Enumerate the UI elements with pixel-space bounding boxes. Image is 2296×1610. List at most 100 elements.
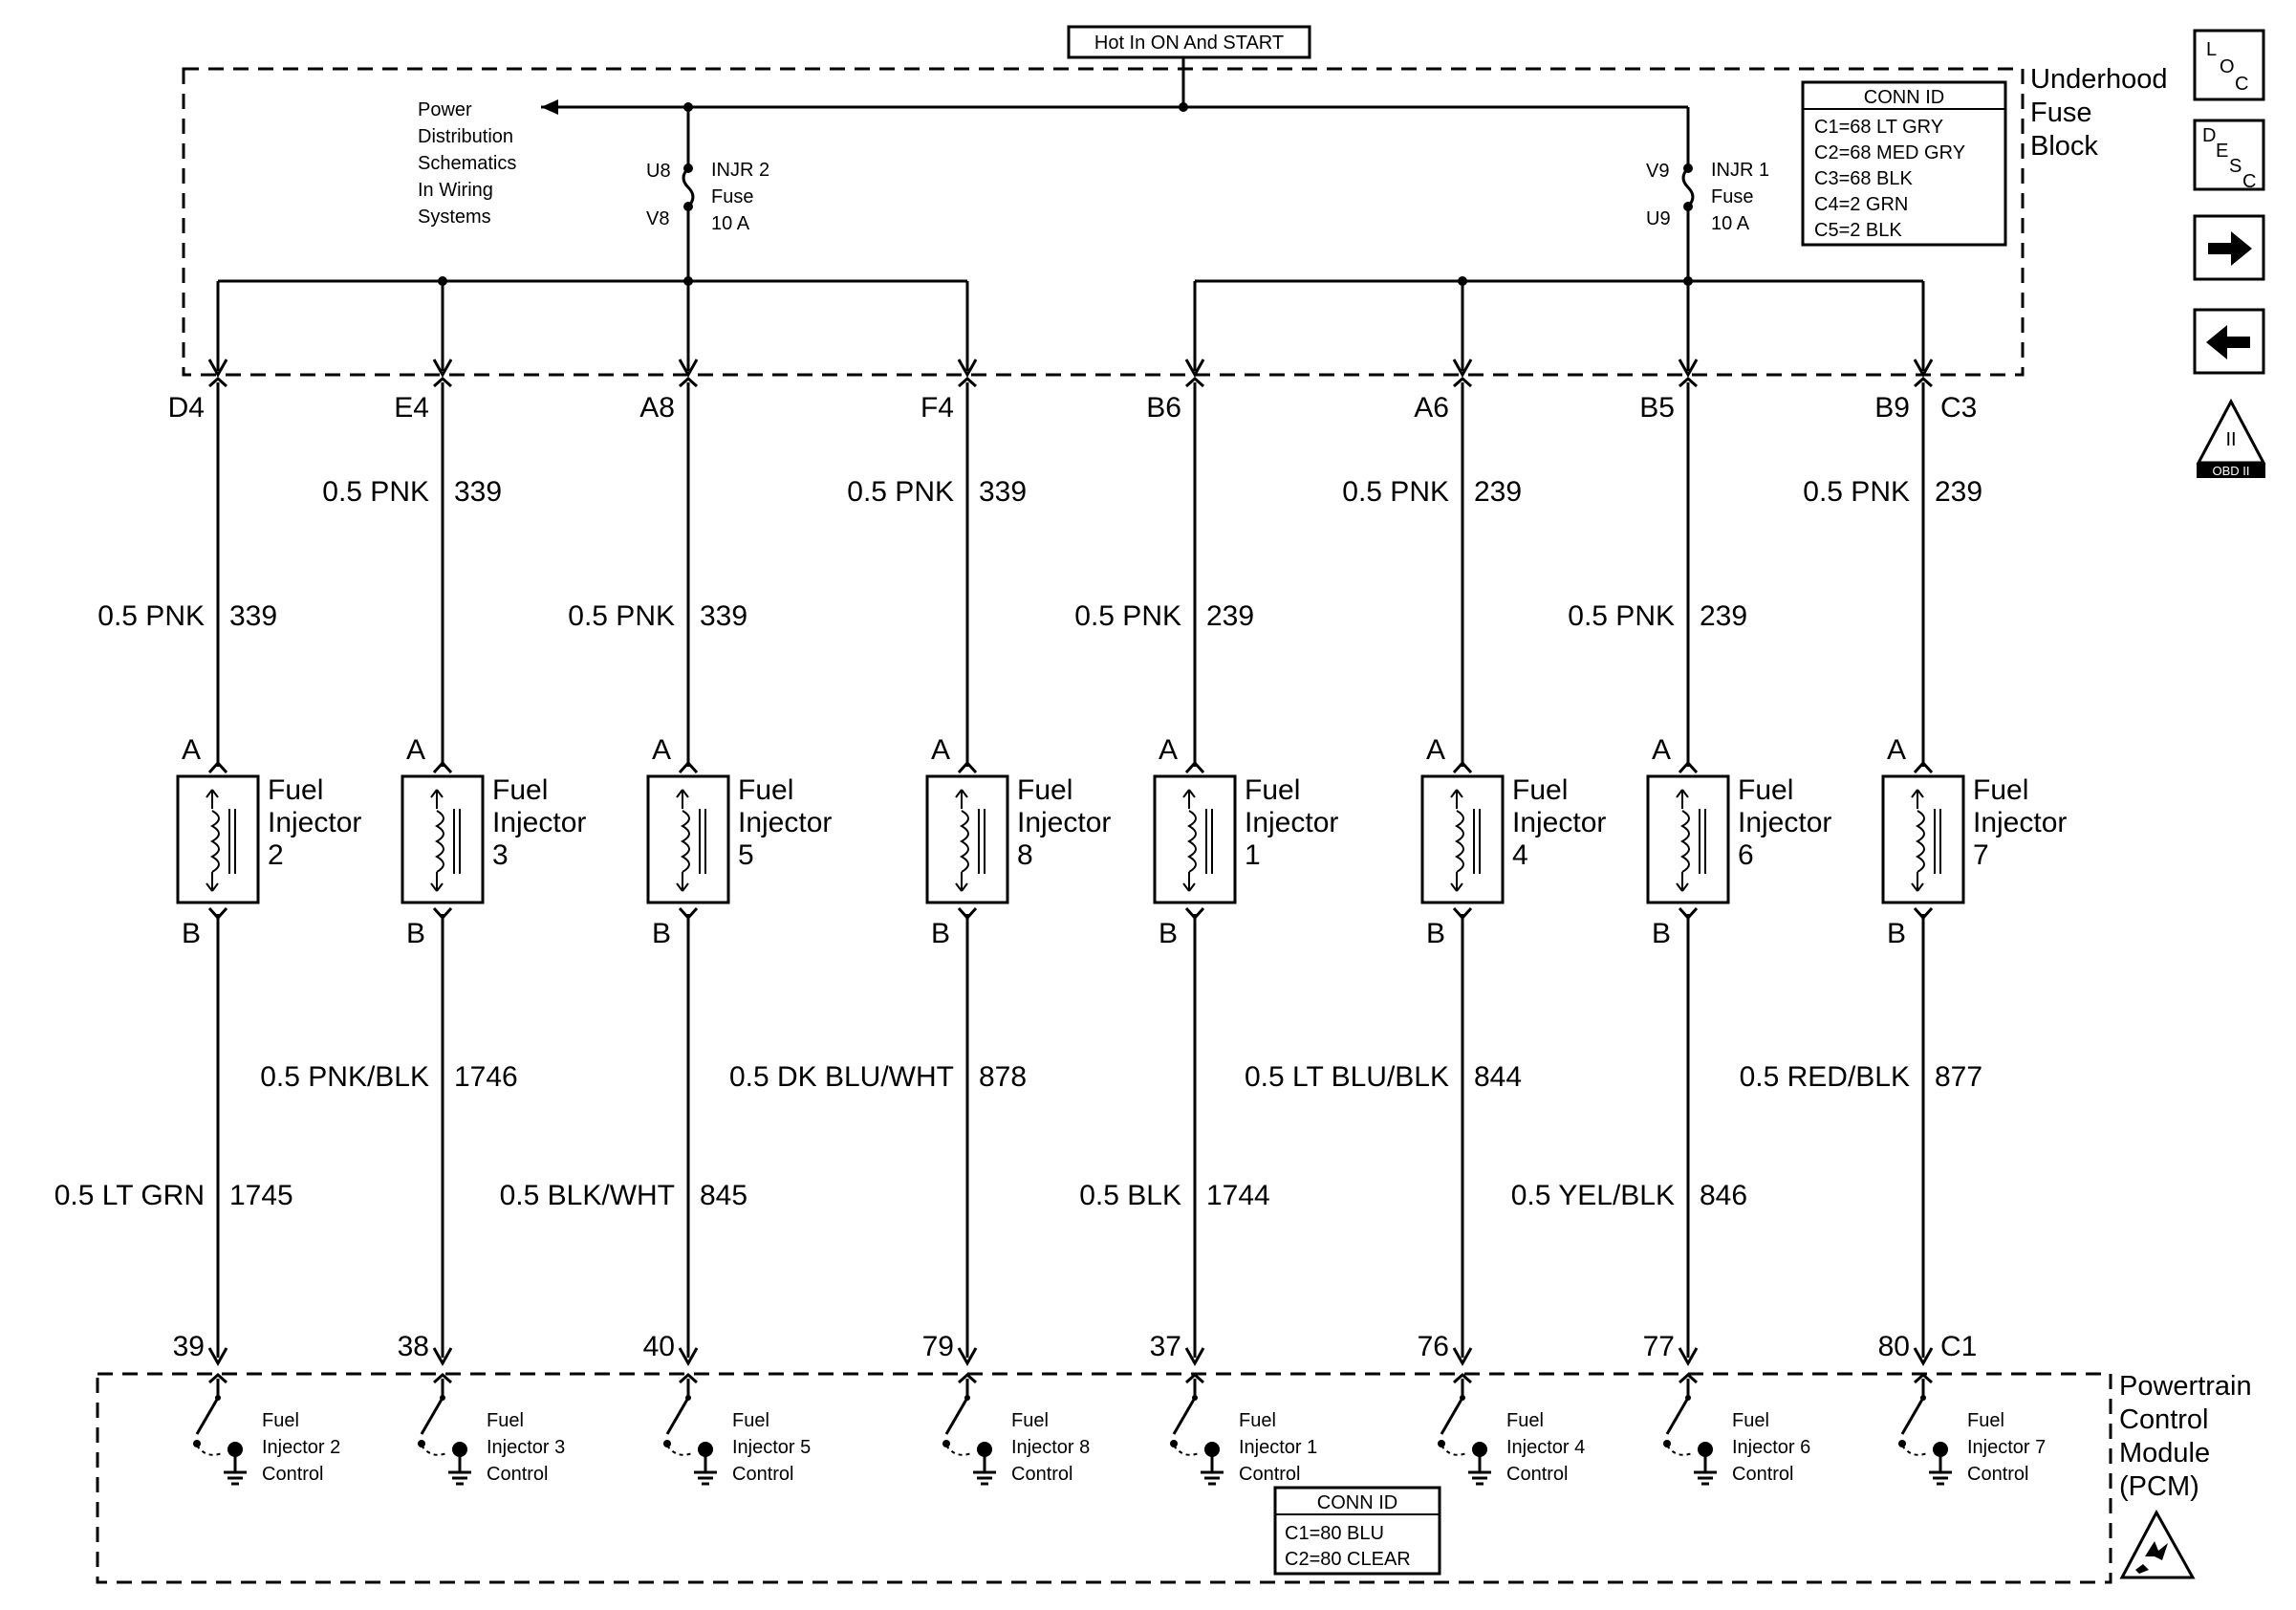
circuit-number-label: 845 <box>700 1180 747 1211</box>
injector-label: Injector <box>1512 807 1606 838</box>
terminal-a-label: A <box>931 734 950 766</box>
underhood-fuse-block-outline <box>182 67 2025 377</box>
svg-text:Distribution: Distribution <box>418 126 513 147</box>
control-label: Injector 2 <box>262 1437 340 1458</box>
ground-icon <box>1468 1470 1491 1486</box>
terminal-a-label: A <box>652 734 671 766</box>
injector-label: Injector <box>1017 807 1111 838</box>
ground-icon <box>973 1470 996 1486</box>
control-label: Injector 5 <box>732 1437 811 1458</box>
desc-button[interactable]: D E S C <box>2193 119 2265 192</box>
control-label: Fuel <box>262 1410 299 1431</box>
svg-text:Systems: Systems <box>418 207 491 228</box>
terminal-a-label: A <box>1887 734 1906 766</box>
circuit-number-label: 1744 <box>1206 1180 1270 1211</box>
control-label: Injector 4 <box>1506 1437 1585 1458</box>
svg-text:In Wiring: In Wiring <box>418 180 493 201</box>
injector-driver-switch-icon <box>1663 1379 1717 1486</box>
wire-color-label: 0.5 BLK <box>1079 1180 1181 1211</box>
circuit-number-label: 339 <box>979 476 1027 508</box>
control-label: Control <box>1011 1464 1072 1485</box>
wire-color-label: 0.5 DK BLU/WHT <box>729 1061 954 1093</box>
control-label: Injector 3 <box>487 1437 565 1458</box>
loc-button[interactable]: L O C <box>2193 29 2265 101</box>
injector-label: 6 <box>1738 839 1754 871</box>
fuse-connector-pin: F4 <box>921 392 954 424</box>
pcm-pin-number: 76 <box>1418 1331 1449 1362</box>
terminal-b-label: B <box>1887 918 1906 949</box>
injector-label: Injector <box>492 807 586 838</box>
injector-label: Injector <box>738 807 832 838</box>
svg-text:D: D <box>2202 125 2216 146</box>
injector-driver-switch-icon <box>193 1379 247 1486</box>
fuse-connector-pin: E4 <box>394 392 429 424</box>
control-label: Injector 8 <box>1011 1437 1090 1458</box>
fuse-right-label: INJR 1 Fuse 10 A <box>1711 160 1769 234</box>
control-label: Injector 1 <box>1239 1437 1317 1458</box>
svg-text:O: O <box>2220 56 2235 77</box>
prev-page-button[interactable] <box>2193 308 2265 375</box>
fuse-left-bottom-pin: V8 <box>646 208 669 229</box>
connector-bottom-id: C1 <box>1940 1331 1977 1362</box>
wire-color-label: 0.5 PNK <box>1074 600 1181 632</box>
circuit-number-label: 339 <box>229 600 277 632</box>
svg-text:C4=2 GRN: C4=2 GRN <box>1814 194 1908 215</box>
obd-ii-icon[interactable]: II OBD II <box>2196 398 2266 478</box>
solenoid-coil-icon <box>1911 789 1941 892</box>
control-label: Fuel <box>1506 1410 1544 1431</box>
injector-label: Fuel <box>1017 774 1072 806</box>
svg-text:Powertrain: Powertrain <box>2119 1371 2252 1402</box>
circuit-number-label: 239 <box>1206 600 1254 632</box>
wire-color-label: 0.5 PNK <box>1342 476 1449 508</box>
arrow-right-icon <box>2208 231 2252 266</box>
arrow-left-icon <box>2206 325 2250 359</box>
circuit-number-label: 1745 <box>229 1180 293 1211</box>
wire-color-label: 0.5 BLK/WHT <box>500 1180 675 1211</box>
fuse-connector-pin: B9 <box>1874 392 1910 424</box>
circuit-number-label: 239 <box>1935 476 1982 508</box>
svg-text:10 A: 10 A <box>711 213 750 234</box>
wire-color-label: 0.5 PNK <box>1803 476 1910 508</box>
esd-warning-icon <box>2119 1509 2196 1579</box>
next-page-button[interactable] <box>2193 214 2265 281</box>
fuse-connector-pin: D4 <box>168 392 205 424</box>
svg-text:C: C <box>2242 171 2256 192</box>
fuse-connector-pin: B6 <box>1146 392 1181 424</box>
underhood-fuse-block-label: Underhood Fuse Block <box>2030 64 2168 162</box>
solenoid-coil-icon <box>430 789 461 892</box>
svg-text:C: C <box>2235 74 2248 95</box>
solenoid-coil-icon <box>676 789 706 892</box>
control-label: Control <box>487 1464 548 1485</box>
circuit-number-label: 1746 <box>454 1061 518 1093</box>
pcm-pin-number: 80 <box>1878 1331 1910 1362</box>
control-label: Fuel <box>1011 1410 1049 1431</box>
svg-text:E: E <box>2216 141 2228 162</box>
svg-text:INJR 1: INJR 1 <box>1711 160 1769 181</box>
circuit-number-label: 844 <box>1474 1061 1522 1093</box>
fuse-connector-pin: A8 <box>639 392 675 424</box>
pcm-outline <box>96 1372 2112 1584</box>
control-label: Control <box>262 1464 323 1485</box>
ground-icon <box>1201 1470 1224 1486</box>
ground-icon <box>694 1470 717 1486</box>
control-label: Fuel <box>732 1410 769 1431</box>
circuit-number-label: 339 <box>454 476 502 508</box>
injector-driver-switch-icon <box>663 1379 717 1486</box>
fuse-connector-pin: A6 <box>1414 392 1449 424</box>
arrow-left-icon-power <box>541 99 558 115</box>
svg-text:(PCM): (PCM) <box>2119 1471 2199 1502</box>
connector-top-id: C3 <box>1940 392 1977 424</box>
control-label: Control <box>1732 1464 1793 1485</box>
circuit-number-label: 239 <box>1700 600 1747 632</box>
wire-color-label: 0.5 PNK <box>568 600 675 632</box>
conn-id-top-table: CONN ID C1=68 LT GRY C2=68 MED GRY C3=68… <box>1801 80 2007 247</box>
circuit-number-label: 339 <box>700 600 747 632</box>
terminal-b-label: B <box>406 918 425 949</box>
